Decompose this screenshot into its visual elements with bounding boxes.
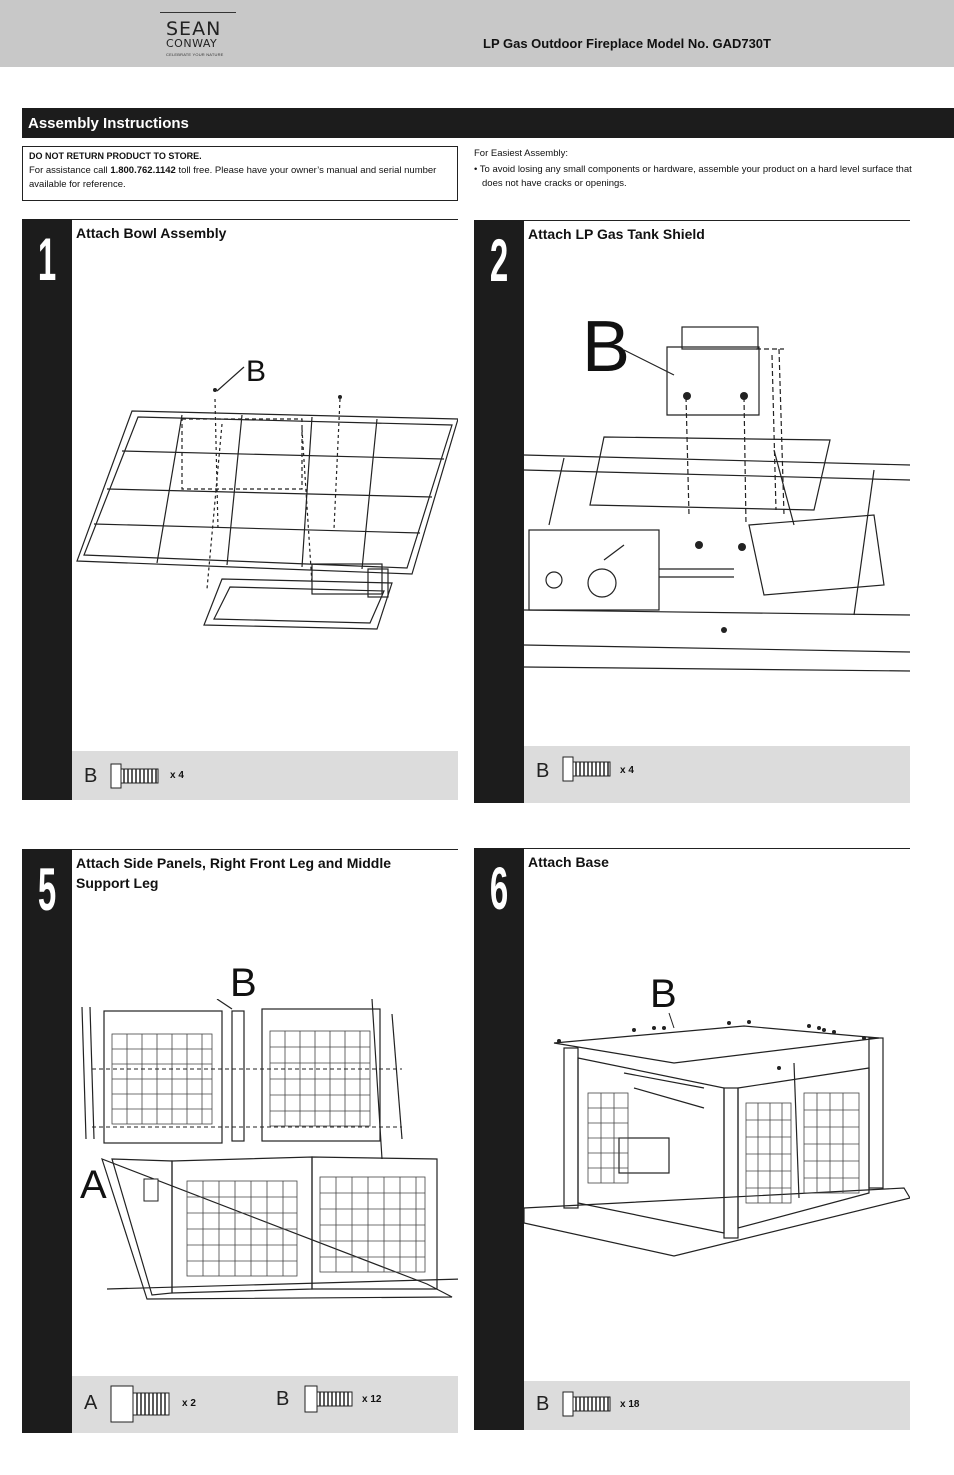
step-rule xyxy=(524,220,910,221)
callout-label-b: B xyxy=(582,307,631,387)
hardware-quantity: x 18 xyxy=(620,1399,640,1410)
notice-box: DO NOT RETURN PRODUCT TO STORE. For assi… xyxy=(22,146,458,201)
notice-heading: DO NOT RETURN PRODUCT TO STORE. xyxy=(29,151,202,161)
hardware-letter: B xyxy=(276,1388,290,1410)
step-title: Attach Bowl Assembly xyxy=(76,225,227,241)
model-title: LP Gas Outdoor Fireplace Model No. GAD73… xyxy=(483,36,771,51)
callout-label-a: A xyxy=(80,1163,107,1207)
logo-text-conway: CONWAY xyxy=(166,37,218,50)
step-panel-1: 1 Attach Bowl Assembly B B xyxy=(22,219,458,800)
header-bar: SEAN CONWAY CELEBRATE YOUR NATURE LP Gas… xyxy=(0,0,954,67)
notice-phone: 1.800.762.1142 xyxy=(110,165,176,176)
section-bar: Assembly Instructions xyxy=(22,108,954,138)
logo-text-sean: SEAN xyxy=(166,18,222,40)
step-panel-6: 6 Attach Base xyxy=(474,848,910,1430)
logo-rule xyxy=(160,12,236,13)
step-number: 6 xyxy=(489,855,509,922)
bolt-icon xyxy=(562,756,611,782)
hardware-letter: B xyxy=(536,1393,550,1415)
step-title: Attach Base xyxy=(528,854,609,870)
notice-body-post: toll free. Please have your owner’s manu… xyxy=(29,165,437,190)
step-number-column: 1 xyxy=(22,219,72,800)
callout-label-b: B xyxy=(246,355,267,388)
easy-assembly: For Easiest Assembly: • To avoid losing … xyxy=(474,148,924,191)
step-number-column: 5 xyxy=(22,849,72,1433)
hardware-quantity: x 2 xyxy=(182,1398,196,1409)
step-rule xyxy=(72,219,458,220)
callout-label-b: B xyxy=(650,972,677,1016)
bowl-assembly-illustration xyxy=(76,366,458,630)
hardware-bar: B x 4 xyxy=(72,751,458,800)
step-title: Attach Side Panels, Right Front Leg and … xyxy=(76,855,392,891)
bolt-icon xyxy=(110,763,159,789)
bolt-icon xyxy=(562,1391,611,1417)
brand-logo: SEAN CONWAY CELEBRATE YOUR NATURE xyxy=(160,12,236,62)
step-number-column: 2 xyxy=(474,220,524,803)
section-title: Assembly Instructions xyxy=(28,115,189,132)
hardware-quantity: x 4 xyxy=(620,765,634,776)
callout-label-b: B xyxy=(230,961,257,1005)
side-panels-illustration xyxy=(81,999,458,1300)
hardware-bar: A x 2 B x 12 xyxy=(72,1376,458,1433)
step-panel-2: 2 Attach LP Gas Tank Shield xyxy=(474,220,910,803)
hardware-letter: B xyxy=(84,765,98,787)
easy-assembly-heading: For Easiest Assembly: xyxy=(474,148,568,159)
hardware-bar: B x 4 xyxy=(524,746,910,803)
easy-assembly-item: • To avoid losing any small components o… xyxy=(474,164,912,189)
hardware-quantity: x 4 xyxy=(170,770,184,781)
step-rule xyxy=(524,848,910,849)
hardware-bar: B x 18 xyxy=(524,1381,910,1430)
base-illustration xyxy=(524,1012,910,1257)
step-rule xyxy=(72,849,458,850)
hardware-letter: A xyxy=(84,1392,98,1414)
step-number-column: 6 xyxy=(474,848,524,1430)
step-number: 2 xyxy=(489,227,509,294)
step-panel-5: 5 Attach Side Panels, Right Front Leg an… xyxy=(22,849,458,1433)
bolt-icon xyxy=(304,1385,353,1413)
hardware-letter: B xyxy=(536,760,550,782)
hardware-quantity: x 12 xyxy=(362,1394,382,1405)
step-number: 5 xyxy=(37,856,57,923)
notice-body-pre: For assistance call xyxy=(29,165,111,176)
step-number: 1 xyxy=(37,226,57,293)
logo-tagline: CELEBRATE YOUR NATURE xyxy=(166,52,224,57)
notice-body: For assistance call 1.800.762.1142 toll … xyxy=(29,164,451,192)
bolt-icon xyxy=(110,1385,170,1423)
step-title: Attach LP Gas Tank Shield xyxy=(528,226,705,242)
tank-shield-illustration xyxy=(524,326,910,672)
